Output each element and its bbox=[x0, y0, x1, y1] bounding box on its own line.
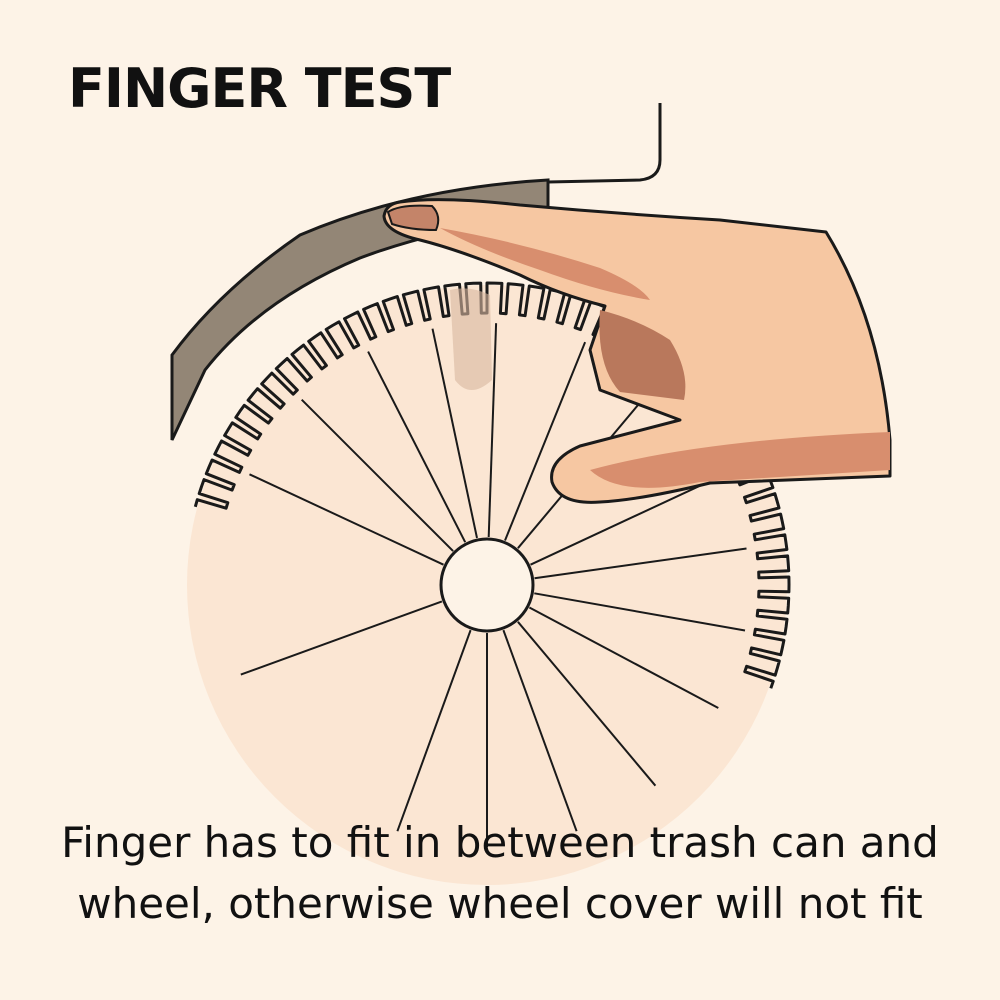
wheel-hub bbox=[439, 537, 535, 633]
caption-line-2: wheel, otherwise wheel cover will not fi… bbox=[77, 879, 923, 928]
caption-line-1: Finger has to fit in between trash can a… bbox=[61, 818, 939, 867]
finger-shadow bbox=[450, 288, 492, 390]
hand-shadow-finger bbox=[440, 228, 650, 300]
wheel-spoke bbox=[396, 629, 472, 832]
wheel-icon bbox=[193, 281, 791, 847]
wheel-spoke bbox=[240, 600, 443, 676]
trash-can-icon bbox=[547, 103, 662, 184]
wheel-spoke bbox=[487, 323, 498, 538]
wheel-spoke bbox=[300, 398, 454, 552]
wheel-spoke bbox=[534, 592, 746, 632]
wheel-spoke bbox=[530, 473, 725, 566]
wheel-spoke bbox=[517, 621, 657, 787]
wheel-spoke bbox=[504, 341, 587, 541]
hand-icon bbox=[382, 198, 892, 504]
page-title: FINGER TEST bbox=[68, 57, 451, 120]
hand-shadow-thumb bbox=[590, 432, 890, 488]
wheel-spoke bbox=[502, 629, 578, 832]
caption: Finger has to fit in between trash can a… bbox=[0, 812, 1000, 934]
wheel-spoke bbox=[249, 473, 444, 566]
wheel-spoke bbox=[431, 328, 478, 539]
fingertip-nail bbox=[386, 204, 440, 232]
wheel-spoke bbox=[528, 606, 719, 709]
hand-shadow-palm bbox=[599, 310, 686, 400]
wheel-spoke bbox=[367, 351, 467, 543]
wheel-spoke bbox=[534, 547, 747, 580]
